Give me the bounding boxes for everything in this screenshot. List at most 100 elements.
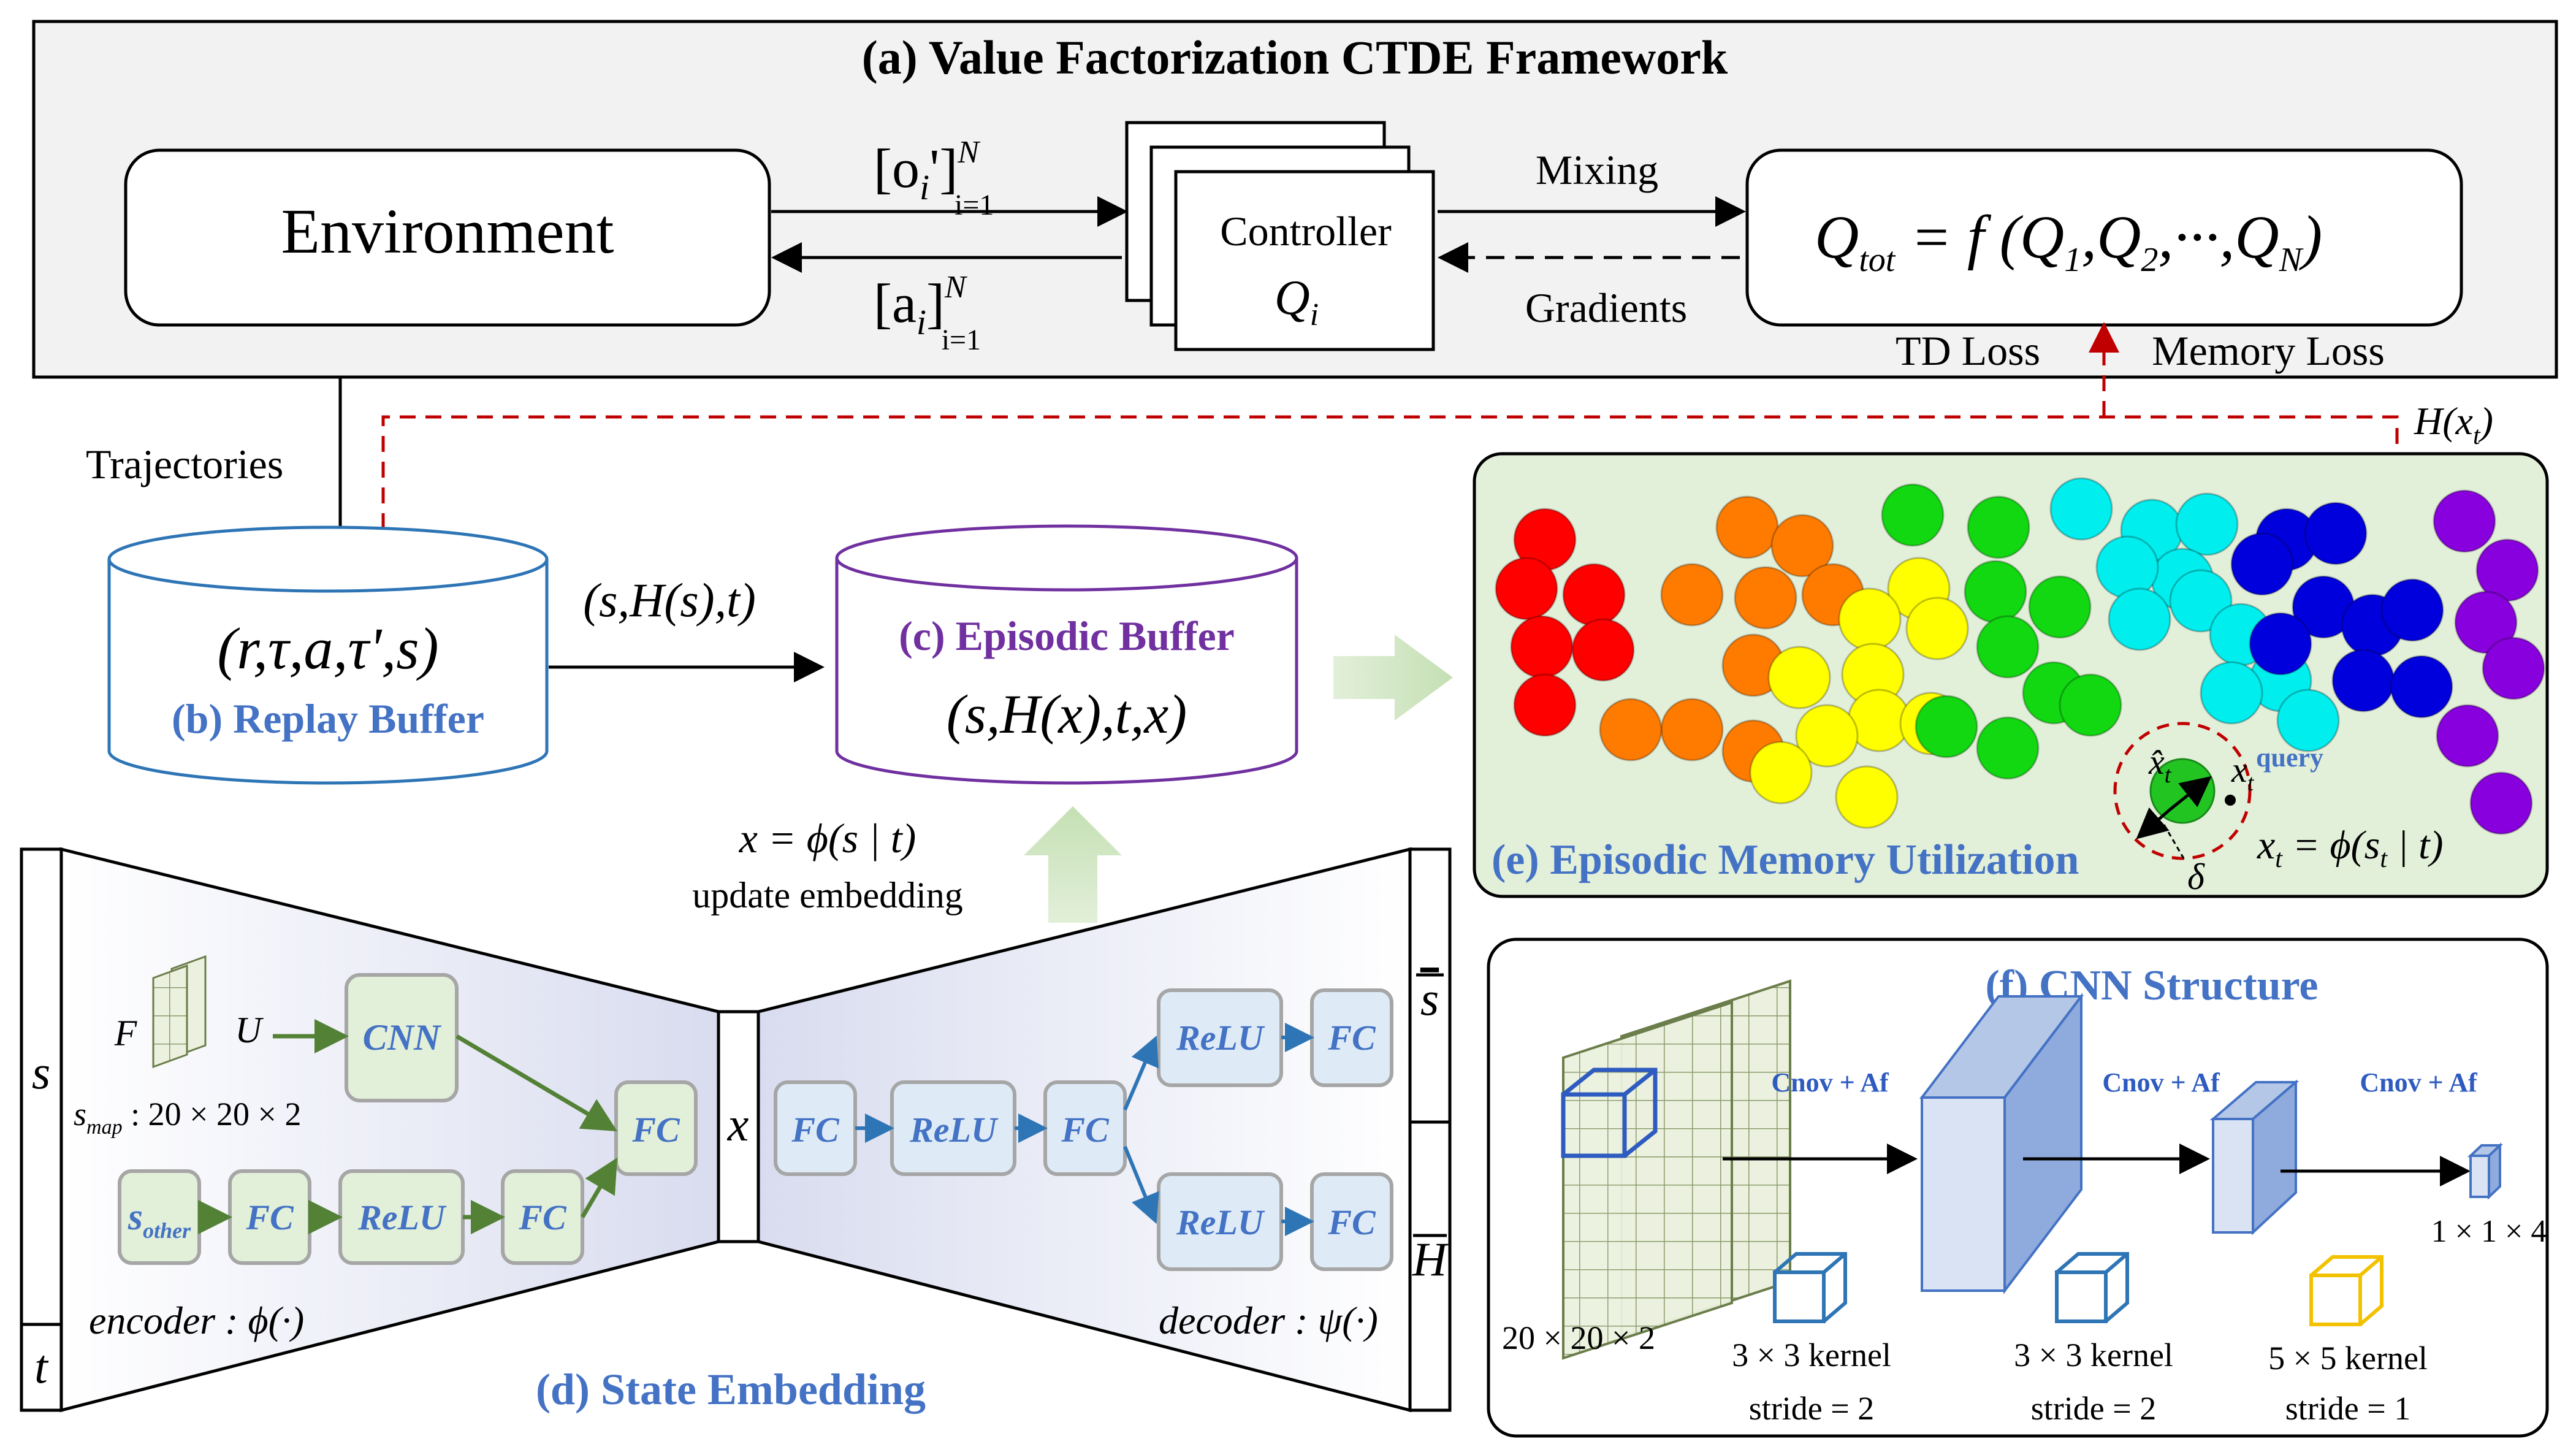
query-radius-circle — [2113, 722, 2252, 860]
episodic-to-memory-arrow — [1333, 635, 1453, 720]
output-cube — [2467, 1142, 2504, 1200]
memory-loss-dashed-path — [381, 415, 2399, 555]
memory-dot — [1881, 483, 1945, 547]
memory-loss-label: Memory Loss — [2152, 327, 2385, 374]
qtot-equation: Qtot = f (Q1,Q2,···,QN) — [1815, 203, 2322, 279]
stride-1-label: stride = 2 — [1749, 1390, 1874, 1427]
episodic-buffer-title: (c) Episodic Buffer — [899, 613, 1235, 659]
dec-fc-to-relu-top-arrow — [1123, 1035, 1159, 1111]
encoder-cnn-label: CNN — [363, 1017, 442, 1058]
decoder-relu-top-label: ReLU — [1176, 1018, 1265, 1058]
memory-dot — [1749, 741, 1813, 804]
memory-dot — [2454, 590, 2518, 654]
mixing-label: Mixing — [1536, 147, 1658, 193]
conv3-label: Cnov + Af — [2360, 1067, 2478, 1098]
panel-d-title: (d) State Embedding — [536, 1365, 926, 1414]
conv1-label: Cnov + Af — [1771, 1067, 1889, 1098]
replay-buffer-content: (r,τ,a,τ',s) — [217, 616, 438, 681]
memory-dot — [2482, 636, 2545, 700]
memory-dot — [2433, 489, 2496, 553]
panel-e-equation: xt = ϕ(st | t) — [2257, 823, 2443, 873]
replay-buffer-body — [107, 559, 549, 785]
controller-q: Qi — [1275, 271, 1319, 332]
query-label: query — [2256, 743, 2323, 773]
memory-dot — [2175, 492, 2239, 556]
hx-label: H(xt) — [2414, 399, 2493, 450]
input-s-label: s — [32, 1045, 50, 1099]
map-f-label: F — [114, 1013, 138, 1053]
memory-dot — [2049, 477, 2113, 541]
memory-dot — [1734, 566, 1797, 630]
s-other-label: sother — [128, 1196, 191, 1243]
decoder-label: decoder : ψ(·) — [1159, 1299, 1378, 1342]
memory-dot — [1715, 495, 1779, 559]
memory-dot — [1905, 597, 1969, 660]
decoder-fc-bottom-label: FC — [1327, 1202, 1376, 1242]
memory-dot — [2380, 578, 2444, 642]
memory-dot — [1915, 695, 1978, 758]
stride-3-label: stride = 1 — [2285, 1390, 2410, 1427]
delta-arrow-right — [2169, 776, 2212, 811]
map-u-label: U — [235, 1010, 264, 1050]
smap-label: smap : 20 × 20 × 2 — [74, 1096, 302, 1139]
map-grid-icon — [152, 955, 207, 1069]
kernel-3-label: 5 × 5 kernel — [2268, 1340, 2428, 1377]
memory-dot — [1495, 557, 1558, 621]
cnn-to-fc-arrow — [455, 1034, 618, 1132]
panel-b: (r,τ,a,τ',s) (b) Replay Buffer — [107, 525, 549, 785]
memory-dot — [2200, 661, 2263, 725]
gradients-label: Gradients — [1525, 285, 1687, 331]
memory-dot — [1599, 698, 1663, 762]
decoder-relu1-label: ReLU — [909, 1110, 999, 1150]
output-dim-label: 1 × 1 × 4 — [2431, 1214, 2547, 1249]
encoder-fc-merge-label: FC — [631, 1110, 680, 1150]
decoder-relu-bottom-label: ReLU — [1176, 1202, 1265, 1242]
update-embedding-label: update embedding — [692, 875, 963, 915]
encoder-fc1-label: FC — [245, 1197, 294, 1237]
replay-buffer-title: (b) Replay Buffer — [172, 695, 484, 742]
memory-dot — [2304, 502, 2368, 565]
kernel-cube-1 — [1773, 1252, 1847, 1323]
memory-dot — [1795, 704, 1859, 768]
output-sbar-label: s — [1420, 972, 1439, 1025]
kernel-2-label: 3 × 3 kernel — [2014, 1337, 2173, 1373]
memory-dot — [1660, 563, 1724, 627]
decoder-fc2-label: FC — [1061, 1110, 1110, 1150]
memory-dot — [2230, 532, 2294, 596]
delta-pointer — [2163, 824, 2187, 862]
episodic-buffer-body — [835, 558, 1298, 785]
input-kernel-cube — [1561, 1067, 1658, 1158]
memory-dot — [1767, 646, 1831, 709]
query-point — [2225, 795, 2236, 806]
memory-dot — [2469, 771, 2533, 835]
panel-f: (f) CNN Structure 20 × 20 × 2 Cnov + Af … — [1487, 938, 2549, 1438]
panel-e: δ x̂t xt query xt = ϕ(st | t) (e) Episod… — [1473, 452, 2549, 898]
memory-dot — [1562, 563, 1626, 627]
controller-box — [1174, 170, 1435, 351]
encoder-arrows — [198, 1019, 618, 1234]
kernel-cube-3 — [2309, 1255, 2384, 1326]
replay-buffer-top — [107, 525, 549, 593]
encoder-label: encoder : ϕ(·) — [89, 1299, 304, 1342]
td-loss-label: TD Loss — [1896, 327, 2040, 374]
xt-label: xt — [2231, 750, 2255, 796]
decoder-arrows — [855, 1023, 1314, 1236]
latent-x-label: x — [727, 1098, 749, 1151]
input-t-label: t — [34, 1340, 49, 1393]
episodic-buffer-top — [835, 524, 1298, 592]
memory-dot — [2276, 689, 2340, 752]
delta-arrow-left — [2136, 807, 2171, 839]
update-embedding-arrow — [1024, 806, 1122, 923]
memory-dot — [2249, 612, 2312, 676]
memory-dot — [1770, 514, 1834, 578]
kernel-1-label: 3 × 3 kernel — [1732, 1337, 1891, 1373]
memory-dot — [1660, 698, 1724, 762]
environment-box — [124, 148, 771, 327]
decoder-fc-top-label: FC — [1327, 1018, 1376, 1058]
memory-dot — [1838, 587, 1902, 651]
memory-dot — [1967, 495, 2030, 559]
input-grid-planes — [1562, 979, 1791, 1360]
